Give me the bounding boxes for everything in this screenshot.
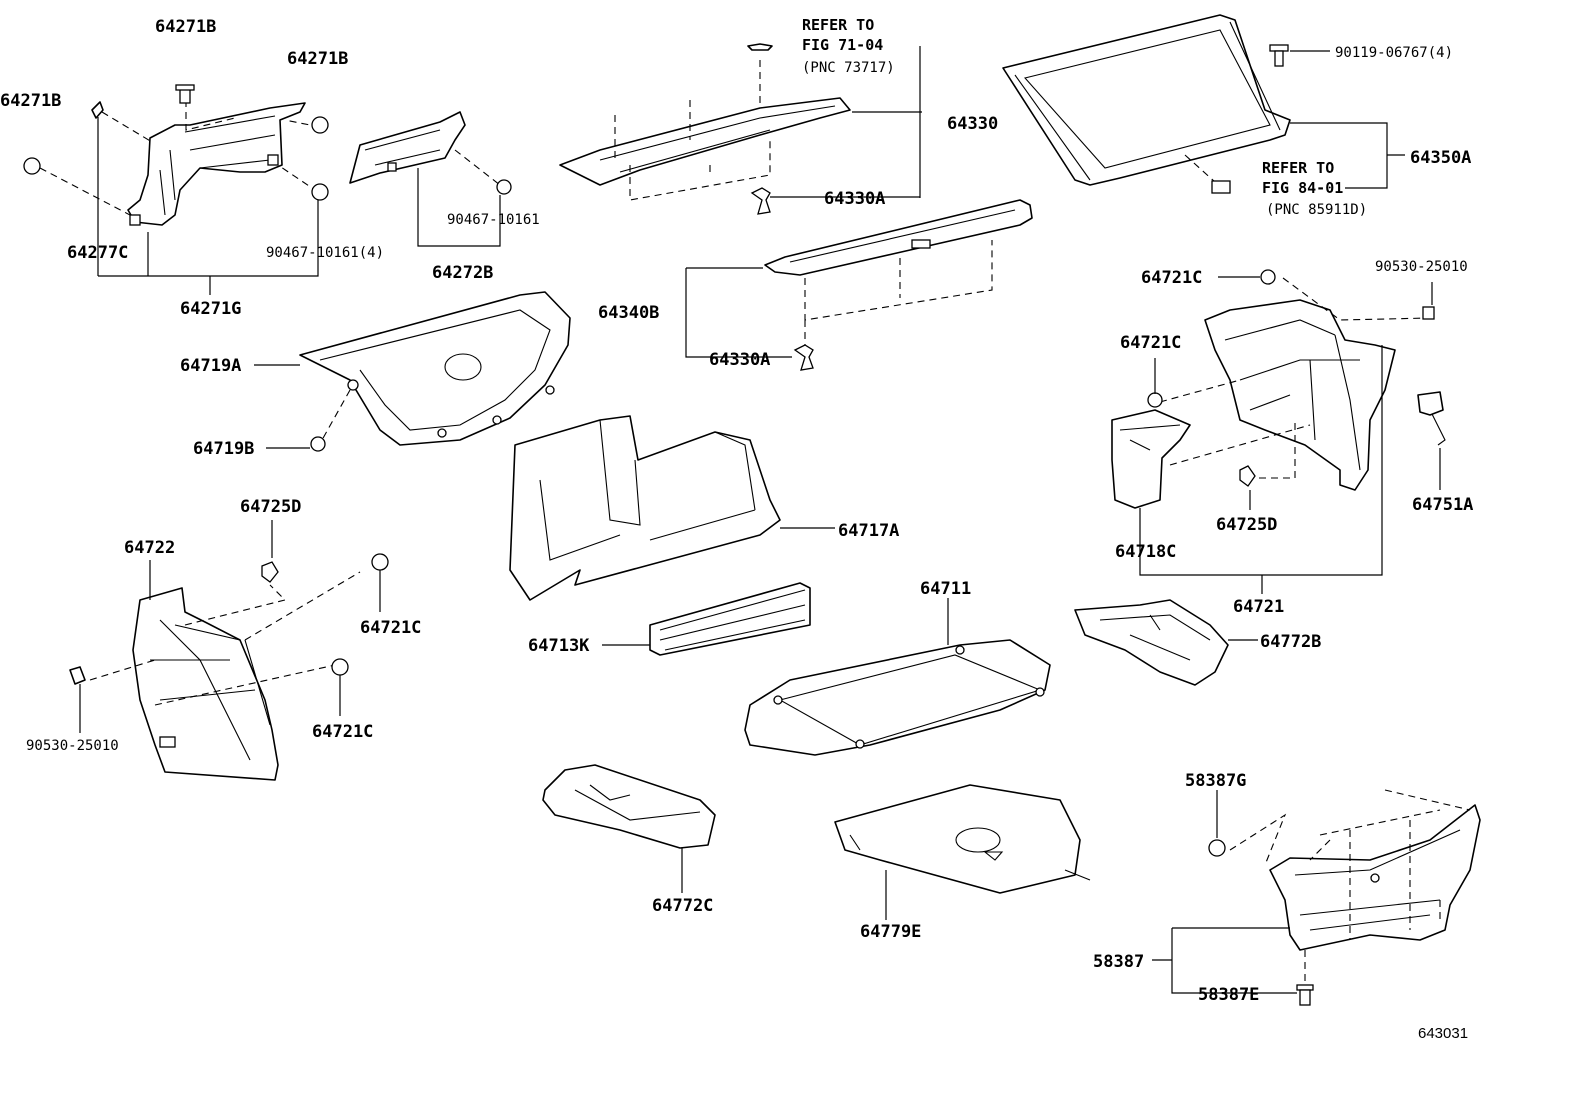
part-64722 <box>69 571 361 781</box>
label-64721: 64721 <box>1233 597 1284 617</box>
reference-line1: REFER TO <box>802 16 874 34</box>
reference-line1: REFER TO <box>1262 159 1334 177</box>
label-64340b: 64340B <box>598 303 659 323</box>
reference-line3: (PNC 73717) <box>802 60 895 76</box>
label-64330a: 64330A <box>824 189 885 209</box>
label-64719a: 64719A <box>180 356 241 376</box>
label-64711: 64711 <box>920 579 971 599</box>
label-64717a: 64717A <box>838 521 899 541</box>
label-64272b: 64272B <box>432 263 493 283</box>
part-58387 <box>1229 789 1481 985</box>
label-64271b: 64271B <box>155 17 216 37</box>
label-58387g: 58387G <box>1185 771 1246 791</box>
label-64721c: 64721C <box>360 618 421 638</box>
part-64717a <box>509 415 781 601</box>
label-90467-10161: 90467-10161 <box>447 212 540 228</box>
part-64272b <box>349 111 512 195</box>
label-58387e: 58387E <box>1198 985 1259 1005</box>
figure-number: 643031 <box>1418 1025 1468 1042</box>
part-64772b <box>1074 599 1229 686</box>
label-64725d: 64725D <box>1216 515 1277 535</box>
part-64779e <box>834 784 1091 894</box>
label-58387: 58387 <box>1093 952 1144 972</box>
fastener-64725d <box>261 561 279 583</box>
label-64772b: 64772B <box>1260 632 1321 652</box>
fastener-64725d <box>1239 465 1256 487</box>
fastener-58387g <box>1208 839 1226 857</box>
label-64725d: 64725D <box>240 497 301 517</box>
label-64751a: 64751A <box>1412 495 1473 515</box>
part-64340b <box>764 199 1033 371</box>
fastener-64330a <box>793 344 814 371</box>
label-64271g: 64271G <box>180 299 241 319</box>
label-64271b: 64271B <box>0 91 61 111</box>
label-64722: 64722 <box>124 538 175 558</box>
label-64277c: 64277C <box>67 243 128 263</box>
reference-line2: FIG 71-04 <box>802 36 883 54</box>
label-64330: 64330 <box>947 114 998 134</box>
reference-line3: (PNC 85911D) <box>1266 202 1367 218</box>
label-64719b: 64719B <box>193 439 254 459</box>
fastener-64721c <box>331 553 389 676</box>
fastener-64330a <box>750 187 771 215</box>
label-64330a: 64330A <box>709 350 770 370</box>
part-64711 <box>744 639 1051 756</box>
fastener-90119 <box>1269 44 1289 67</box>
label-64721c: 64721C <box>1120 333 1181 353</box>
part-64772c <box>542 764 716 849</box>
fastener-64271b <box>23 84 329 201</box>
fastener-64721c <box>1147 269 1276 408</box>
label-64772c: 64772C <box>652 896 713 916</box>
part-64713k <box>649 582 811 656</box>
label-90530-25010: 90530-25010 <box>26 738 119 754</box>
label-64350a: 64350A <box>1410 148 1471 168</box>
part-64721 <box>1204 299 1396 491</box>
part-64751a <box>1417 391 1446 446</box>
label-64721c: 64721C <box>1141 268 1202 288</box>
label-64718c: 64718C <box>1115 542 1176 562</box>
part-64719a <box>299 291 571 452</box>
label-90530-25010: 90530-25010 <box>1375 259 1468 275</box>
part-64718c <box>1111 409 1191 509</box>
fastener-58387e <box>1296 984 1314 1006</box>
label-90119-06767: 90119-06767(4) <box>1335 45 1453 61</box>
label-90467-10161-4: 90467-10161(4) <box>266 245 384 261</box>
part-64271g-assembly <box>39 100 321 226</box>
label-64271b: 64271B <box>287 49 348 69</box>
reference-line2: FIG 84-01 <box>1262 179 1343 197</box>
label-64721c: 64721C <box>312 722 373 742</box>
label-64713k: 64713K <box>528 636 590 656</box>
label-64779e: 64779E <box>860 922 921 942</box>
part-64330 <box>559 43 851 215</box>
part-64350a <box>1002 14 1291 194</box>
